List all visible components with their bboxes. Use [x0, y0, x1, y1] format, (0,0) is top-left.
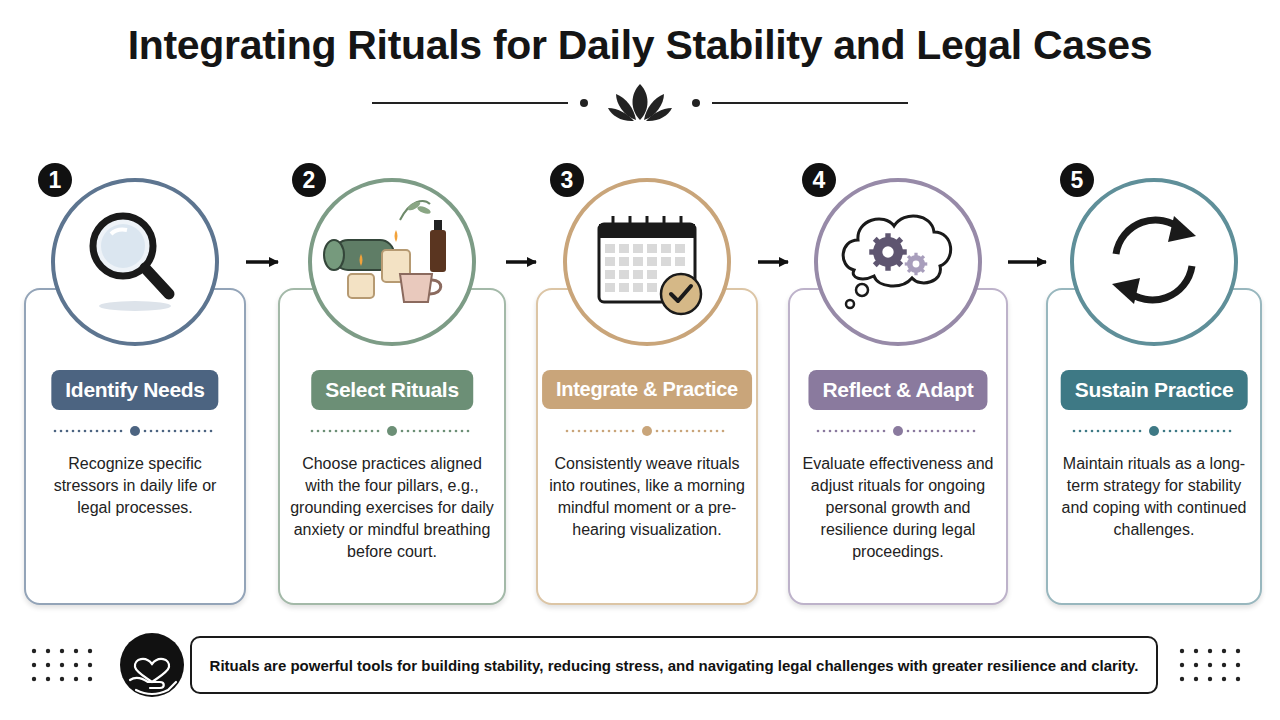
diagram-title: Integrating Rituals for Daily Stability … [0, 22, 1280, 69]
step-card: Integrate & PracticeConsistently weave r… [536, 165, 758, 605]
step-description: Evaluate effectiveness and adjust ritual… [800, 453, 996, 563]
step-description: Consistently weave rituals into routines… [548, 453, 746, 541]
summary-bar: Rituals are powerful tools for building … [190, 636, 1158, 694]
step-description: Recognize specific stressors in daily li… [36, 453, 234, 519]
step-heading: Reflect & Adapt [808, 370, 987, 410]
flow-arrow [506, 260, 536, 264]
step-card: Reflect & AdaptEvaluate effectiveness an… [788, 165, 1008, 605]
step-description: Maintain rituals as a long-term strategy… [1058, 453, 1250, 541]
flow-arrow [246, 260, 278, 264]
step-card: Sustain PracticeMaintain rituals as a lo… [1046, 165, 1262, 605]
callout-number: 1 [38, 163, 72, 197]
step-heading: Identify Needs [51, 370, 218, 410]
callout-number: 4 [802, 163, 836, 197]
dotted-divider [1046, 425, 1262, 437]
summary-text: Rituals are powerful tools for building … [210, 657, 1139, 674]
dotted-divider [536, 425, 758, 437]
flow-arrow [1008, 260, 1046, 264]
step-heading: Sustain Practice [1061, 370, 1248, 410]
callout-number: 5 [1060, 163, 1094, 197]
step-card: Identify NeedsRecognize specific stresso… [24, 165, 246, 605]
step-description: Choose practices aligned with the four p… [290, 453, 494, 563]
step-heading: Integrate & Practice [542, 370, 752, 409]
step-card: Select RitualsChoose practices aligned w… [278, 165, 506, 605]
step-heading: Select Rituals [311, 370, 473, 410]
dotted-divider [24, 425, 246, 437]
callout-number: 2 [292, 163, 326, 197]
callout-number: 3 [550, 163, 584, 197]
dotted-divider [278, 425, 506, 437]
flow-arrow [758, 260, 788, 264]
dotted-divider [788, 425, 1008, 437]
